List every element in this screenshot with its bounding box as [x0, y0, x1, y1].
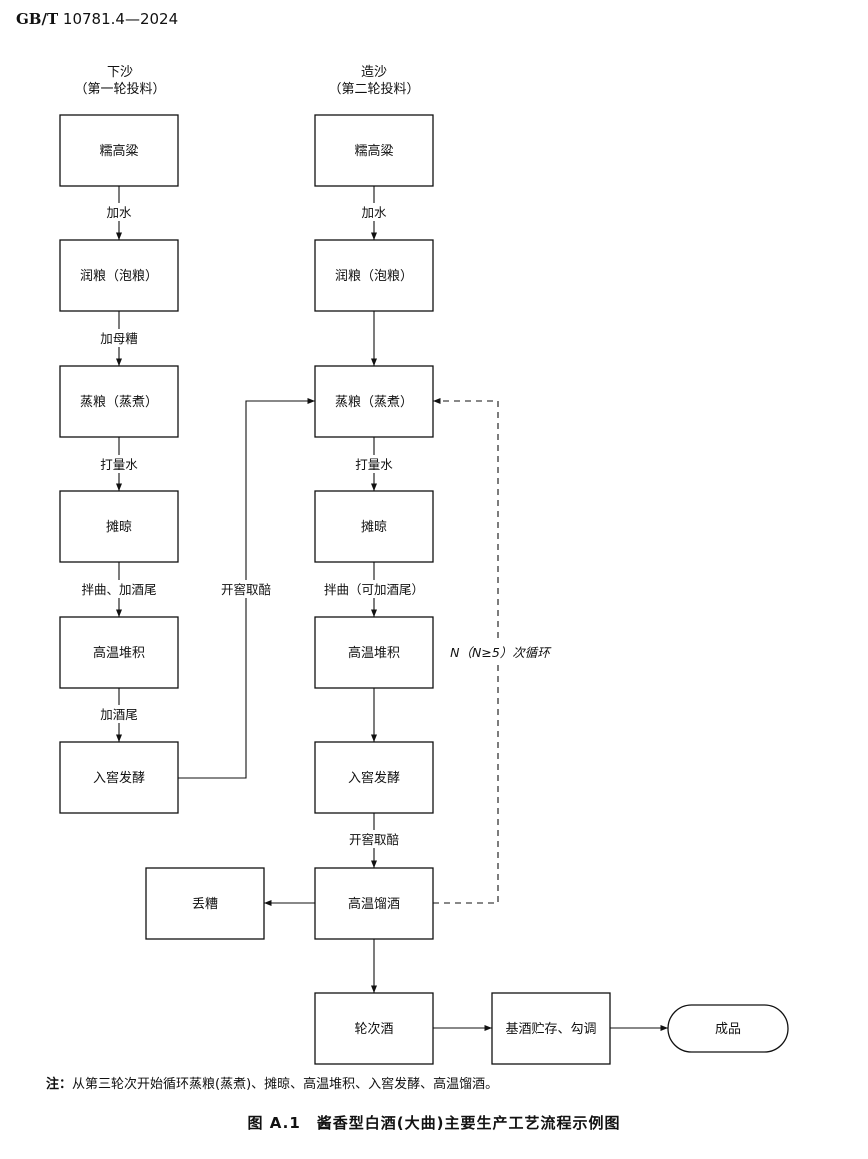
mid-qu-label: 拌曲（可加酒尾）	[324, 582, 424, 597]
mid-cool-text: 摊晾	[361, 519, 387, 535]
left-soak-text: 润粮（泡粮）	[80, 269, 158, 284]
transfer-label: 开窖取醅	[221, 582, 272, 597]
mid-pile-text: 高温堆积	[348, 645, 400, 661]
footnote: 注：从第三轮次开始循环蒸粮(蒸煮)、摊晾、高温堆积、入窖发酵、高温馏酒。	[46, 1073, 498, 1092]
left-pile-text: 高温堆积	[93, 645, 145, 661]
mid-water-label: 加水	[361, 205, 387, 220]
left-tail-label: 加酒尾	[100, 707, 138, 722]
mid-pile-box	[314, 616, 434, 689]
mid-steam-text: 蒸粮（蒸煮）	[335, 395, 413, 410]
left-column-title: 下沙	[107, 65, 133, 80]
standard-prefix: GB/T	[16, 10, 59, 28]
cycle-label: N（N≥5）次循环	[450, 645, 552, 660]
left-mother-label: 加母糟	[100, 331, 138, 346]
mid-cool-box	[314, 490, 434, 563]
round-liquor-text: 轮次酒	[354, 1021, 393, 1037]
footnote-text: 从第三轮次开始循环蒸粮(蒸煮)、摊晾、高温堆积、入窖发酵、高温馏酒。	[72, 1077, 499, 1092]
left-grain-box	[59, 114, 179, 187]
left-flushwater-label: 打量水	[100, 457, 138, 472]
left-grain-text: 糯高粱	[99, 143, 138, 159]
mid-column-title: 造沙	[361, 65, 387, 80]
left-soak-box	[59, 239, 179, 312]
product-text: 成品	[715, 1022, 741, 1037]
footnote-head: 注：	[46, 1077, 73, 1092]
left-steam-box	[59, 365, 179, 438]
mid-open-label: 开窖取醅	[349, 832, 400, 847]
document-header: GB/T 10781.4—2024	[16, 10, 178, 28]
waste-box	[145, 867, 265, 940]
left-water-label: 加水	[106, 205, 132, 220]
mid-soak-box	[314, 239, 434, 312]
mid-column-subtitle: （第二轮投料）	[328, 81, 419, 97]
left-qu-label: 拌曲、加酒尾	[81, 582, 156, 597]
mid-distill-text: 高温馏酒	[348, 896, 400, 912]
round-liquor-box	[314, 992, 434, 1065]
figure-caption: 图 A.1 酱香型白酒(大曲)主要生产工艺流程示例图	[247, 1114, 621, 1132]
mid-flushwater-label: 打量水	[355, 457, 393, 472]
standard-number: 10781.4—2024	[62, 10, 179, 28]
left-column-subtitle: （第一轮投料）	[74, 81, 165, 97]
waste-text: 丢糟	[192, 897, 218, 912]
left-ferment-text: 入窖发酵	[93, 770, 145, 786]
mid-soak-text: 润粮（泡粮）	[335, 269, 413, 284]
mid-grain-text: 糯高粱	[354, 143, 393, 159]
storage-text: 基酒贮存、勾调	[505, 1022, 596, 1037]
mid-ferment-box	[314, 741, 434, 814]
mid-ferment-text: 入窖发酵	[348, 770, 400, 786]
mid-steam-box	[314, 365, 434, 438]
left-cool-text: 摊晾	[106, 519, 132, 535]
mid-grain-box	[314, 114, 434, 187]
left-steam-text: 蒸粮（蒸煮）	[80, 395, 158, 410]
cycle-loop	[433, 397, 499, 904]
